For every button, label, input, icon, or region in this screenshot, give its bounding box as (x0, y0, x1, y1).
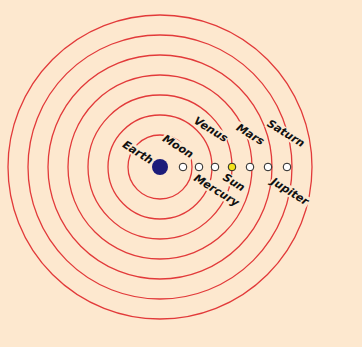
body-name: Saturn (265, 117, 308, 149)
planet-dots (179, 163, 291, 171)
earth-dot (152, 159, 168, 175)
body-name: Venus (191, 114, 230, 144)
body-name: Mars (233, 121, 266, 147)
body-name: Moon (160, 132, 196, 160)
body-name: Earth (120, 138, 156, 166)
body-name: Jupiter (269, 175, 312, 207)
orbit-circles (8, 15, 312, 319)
